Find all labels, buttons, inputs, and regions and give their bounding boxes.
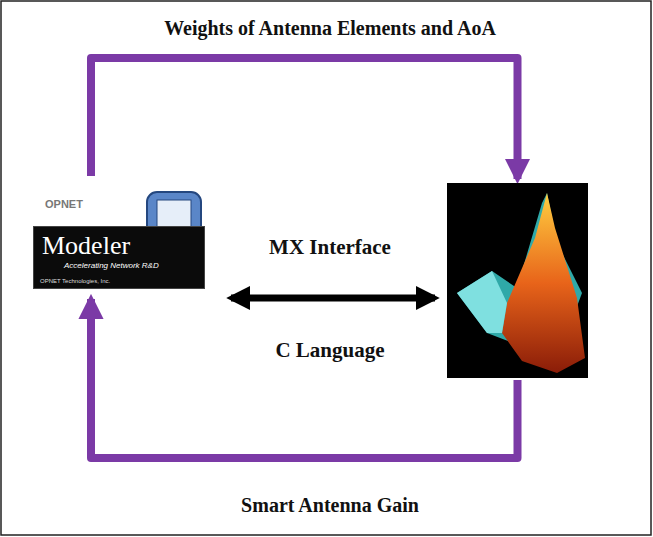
matlab-logo: [447, 183, 588, 378]
icon-screen: [157, 200, 191, 228]
edge-label: Smart Antenna Gain: [238, 494, 422, 517]
opnet-logo: OPNET ModelerAccelerating Network R&DOPNE…: [33, 196, 205, 289]
membrane-surface: [447, 183, 588, 378]
edge-label: Weights of Antenna Elements and AoA: [161, 17, 499, 40]
logo-brand: OPNET: [33, 196, 205, 214]
double-arrow: [231, 295, 435, 302]
surface-peak: [502, 193, 585, 373]
logo-product: Modeler: [34, 227, 204, 261]
logo-tagline: Accelerating Network R&D: [34, 261, 204, 272]
flow-arrow: [91, 58, 518, 179]
logo-band: ModelerAccelerating Network R&DOPNET Tec…: [33, 226, 205, 289]
logo-company: OPNET Technologies, Inc.: [34, 272, 204, 288]
edge-label: MX Interface: [266, 235, 394, 260]
surface-highlight: [457, 271, 507, 333]
interface-label: C Language: [275, 338, 384, 363]
